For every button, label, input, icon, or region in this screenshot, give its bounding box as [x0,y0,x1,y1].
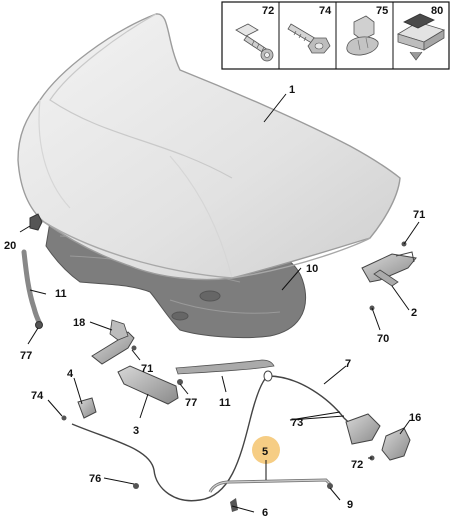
release-cable [71,375,365,502]
bracket-part [117,365,179,405]
prop-rod [208,478,333,493]
lock-part [77,397,97,419]
fastener-ref-80: 80 [431,5,443,17]
fastener-ref-74: 74 [319,5,332,17]
left-seal [21,249,43,327]
callout-1: 1 [289,84,295,96]
callout-76: 76 [89,473,101,485]
callout-18: 18 [73,317,85,329]
callout-72: 72 [351,459,363,471]
callout-9: 9 [347,499,353,511]
callout-70: 70 [377,333,389,345]
callout-77-mid: 77 [185,397,197,409]
screw-icon [235,23,274,62]
callout-5: 5 [262,446,268,458]
clip-icon [346,15,379,56]
fasteners-box: 72 74 75 80 [221,1,450,70]
callout-20: 20 [4,240,16,252]
callout-6: 6 [262,507,268,519]
leader-lines [19,93,420,513]
hinge-left [91,319,137,365]
bolt-icon [287,23,331,54]
fastener-ref-75: 75 [376,5,388,17]
callout-11-mid: 11 [219,397,231,409]
hinge-right [361,241,417,311]
callout-3: 3 [133,425,139,437]
callout-74: 74 [31,390,44,402]
clip-77-mid [177,379,183,385]
clip-6 [230,498,238,512]
front-seal [175,359,275,375]
clip-76 [133,483,139,489]
fastener-ref-72: 72 [262,5,274,17]
callout-73: 73 [291,417,303,429]
clip-77-left [35,321,43,329]
highlight-circle [252,436,280,464]
callout-71-mid: 71 [141,363,153,375]
safety-catch [381,427,411,461]
callout-77-left: 77 [20,350,32,362]
callout-4: 4 [67,368,74,380]
release-handle [345,413,381,445]
callout-7: 7 [345,358,351,370]
callout-11-left: 11 [55,288,67,300]
callout-10: 10 [306,263,318,275]
rubber-stop-icon [397,13,445,61]
callout-71-right: 71 [413,209,425,221]
hood-panel [17,13,401,281]
callout-16: 16 [409,412,421,424]
callout-2: 2 [411,307,417,319]
